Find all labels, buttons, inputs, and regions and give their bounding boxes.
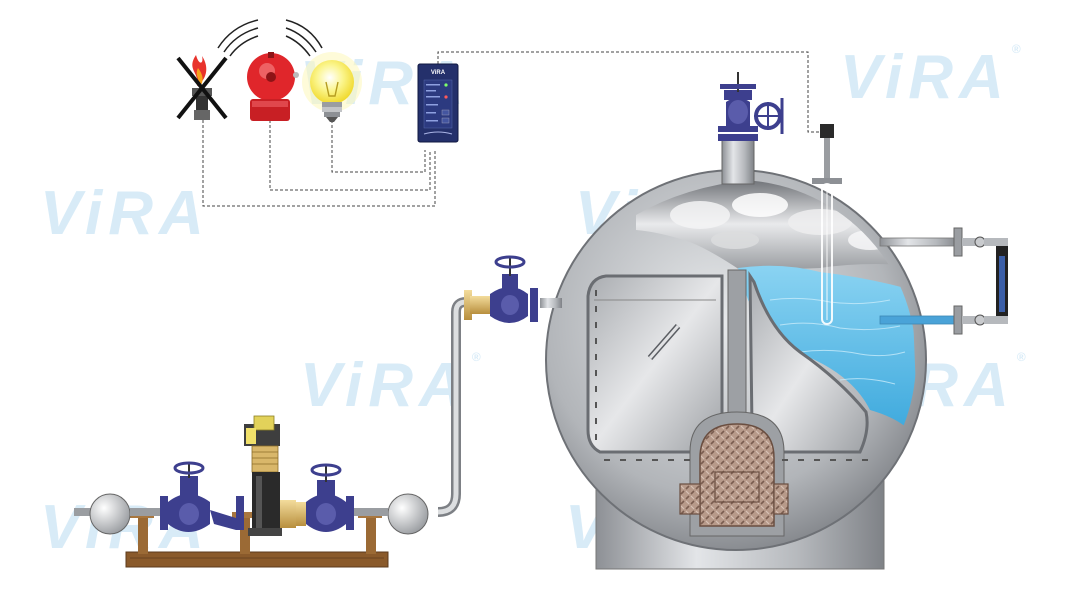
gate-valve-icon [718, 72, 784, 185]
feed-line [74, 297, 562, 517]
strainer-ball-left [89, 493, 131, 535]
alarm-bell-icon [217, 19, 323, 121]
light-bulb-icon [302, 52, 362, 122]
gate-valve-icon [464, 255, 538, 323]
gate-valve-icon [296, 463, 354, 532]
pump-skid [125, 512, 389, 568]
strainer-ball-right [387, 493, 429, 535]
boiler-drum [545, 169, 927, 551]
gate-valve-icon [160, 461, 244, 532]
feed-pump-icon [244, 415, 296, 536]
level-probe-icon [812, 124, 842, 325]
water-volume [738, 265, 916, 440]
burner-off-icon [176, 55, 228, 120]
signal-wiring [202, 51, 820, 207]
status-led [444, 95, 448, 99]
level-controller: ViRA [417, 63, 459, 143]
sight-glass-icon [879, 227, 1008, 335]
controller-brand: ViRA [431, 70, 446, 76]
status-led [444, 83, 448, 87]
